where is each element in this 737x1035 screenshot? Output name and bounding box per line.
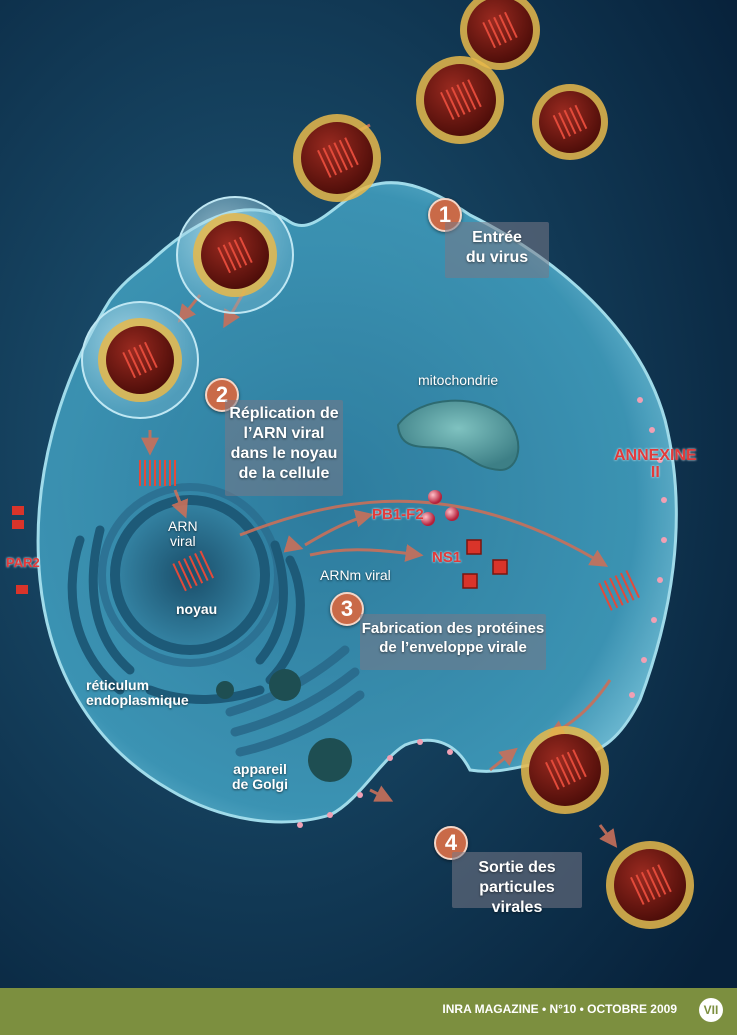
step-4-marker: 4 [434, 826, 468, 860]
golgi-vesicle [269, 669, 301, 701]
label-ns1: NS1 [432, 549, 462, 566]
label-golgi: appareil de Golgi [232, 761, 288, 792]
label-annexine: ANNEXINE II [614, 447, 697, 481]
step-4-text: Sortie des particules virales [452, 852, 582, 916]
viral-rna-in-vesicle [139, 460, 176, 486]
label-par2: PAR2 [6, 555, 40, 570]
viral-rna-in-nucleus [172, 550, 215, 592]
par2-receptors [12, 506, 28, 594]
golgi-vesicle [308, 738, 352, 782]
label-reticulum: réticulum endoplasmique [86, 677, 189, 708]
ns1-proteins [462, 539, 508, 589]
viral-rna-cytoplasm [598, 570, 640, 611]
golgi-vesicle [216, 681, 234, 699]
label-mitochondrie: mitochondrie [418, 372, 499, 388]
nucleus [110, 495, 270, 655]
mitochondrion [396, 399, 520, 472]
label-pb1f2: PB1-F2 [372, 506, 424, 523]
footer-magazine: INRA MAGAZINE • N°10 • OCTOBRE 2009 [442, 1002, 677, 1016]
pb1f2-proteins [421, 490, 459, 526]
step-1-text: Entrée du virus [445, 222, 549, 278]
label-noyau: noyau [176, 601, 218, 617]
footer-bar: INRA MAGAZINE • N°10 • OCTOBRE 2009 VII [0, 988, 737, 1035]
label-arn-viral: ARN viral [168, 518, 198, 549]
step-3-marker: 3 [330, 592, 364, 626]
endoplasmic-reticulum [67, 525, 305, 704]
process-arrows [141, 123, 618, 848]
step-3-text: Fabrication des protéines de l’enveloppe… [360, 614, 546, 670]
cell-infographic [0, 0, 737, 988]
virus-particles [81, 0, 694, 929]
page-number-badge: VII [699, 998, 723, 1022]
membrane-proteins [297, 397, 667, 828]
step-2-text: Réplication de l’ARN viral dans le noyau… [225, 400, 343, 496]
label-arnm-viral: ARNm viral [320, 567, 391, 583]
